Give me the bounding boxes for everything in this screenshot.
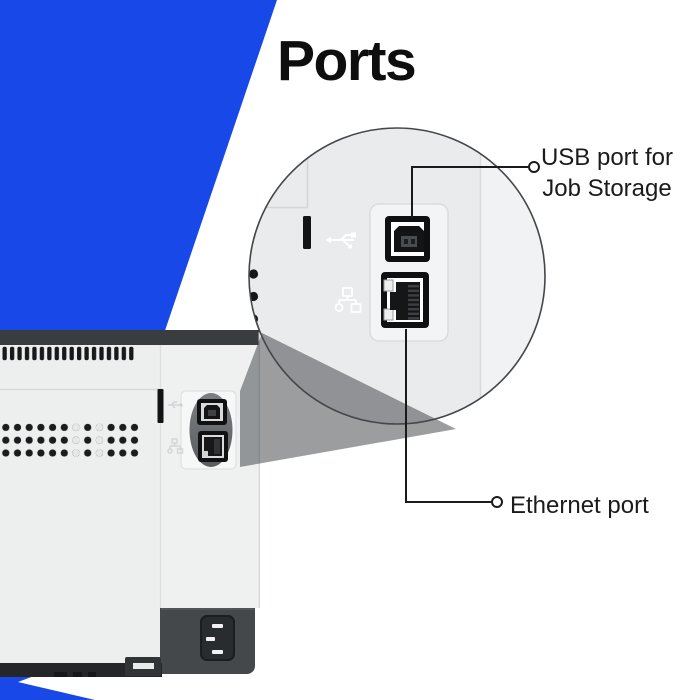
page-title: Ports [277, 29, 417, 93]
panel-notch-magnified [303, 216, 311, 249]
ethernet-port-label: Ethernet port [510, 492, 649, 519]
printer-base [160, 608, 255, 674]
usb-port-graphic [385, 216, 430, 262]
printer-illustration [0, 330, 260, 677]
ethernet-network-icon [334, 287, 362, 313]
usb-port-label-line2: Job Storage [542, 175, 672, 202]
ethernet-callout-line [405, 329, 503, 508]
usb-trident-icon [326, 232, 356, 249]
panel-notch [157, 389, 164, 423]
vent-dot-grid [0, 421, 139, 460]
printer-bottom-strip [0, 657, 162, 677]
ethernet-network-icon-small [167, 438, 184, 454]
usb-trident-icon-small [168, 401, 183, 409]
printer-port-recess [180, 390, 237, 470]
ethernet-callout-endpoint [491, 496, 503, 508]
usb-callout-endpoint [528, 161, 540, 173]
magnifier-beam [240, 333, 456, 467]
ethernet-port-small [198, 431, 228, 462]
magnifier-circle [249, 128, 545, 424]
magnifier-circle-outline [248, 127, 546, 425]
usb-port-label: USB port for Job Storage [536, 142, 678, 204]
ethernet-port-graphic [381, 272, 429, 328]
vent-slots [1, 346, 135, 361]
usb-port-small [197, 399, 227, 425]
power-inlet [200, 615, 235, 661]
usb-port-label-line1: USB port for [540, 144, 674, 171]
usb-callout-line [411, 161, 540, 218]
